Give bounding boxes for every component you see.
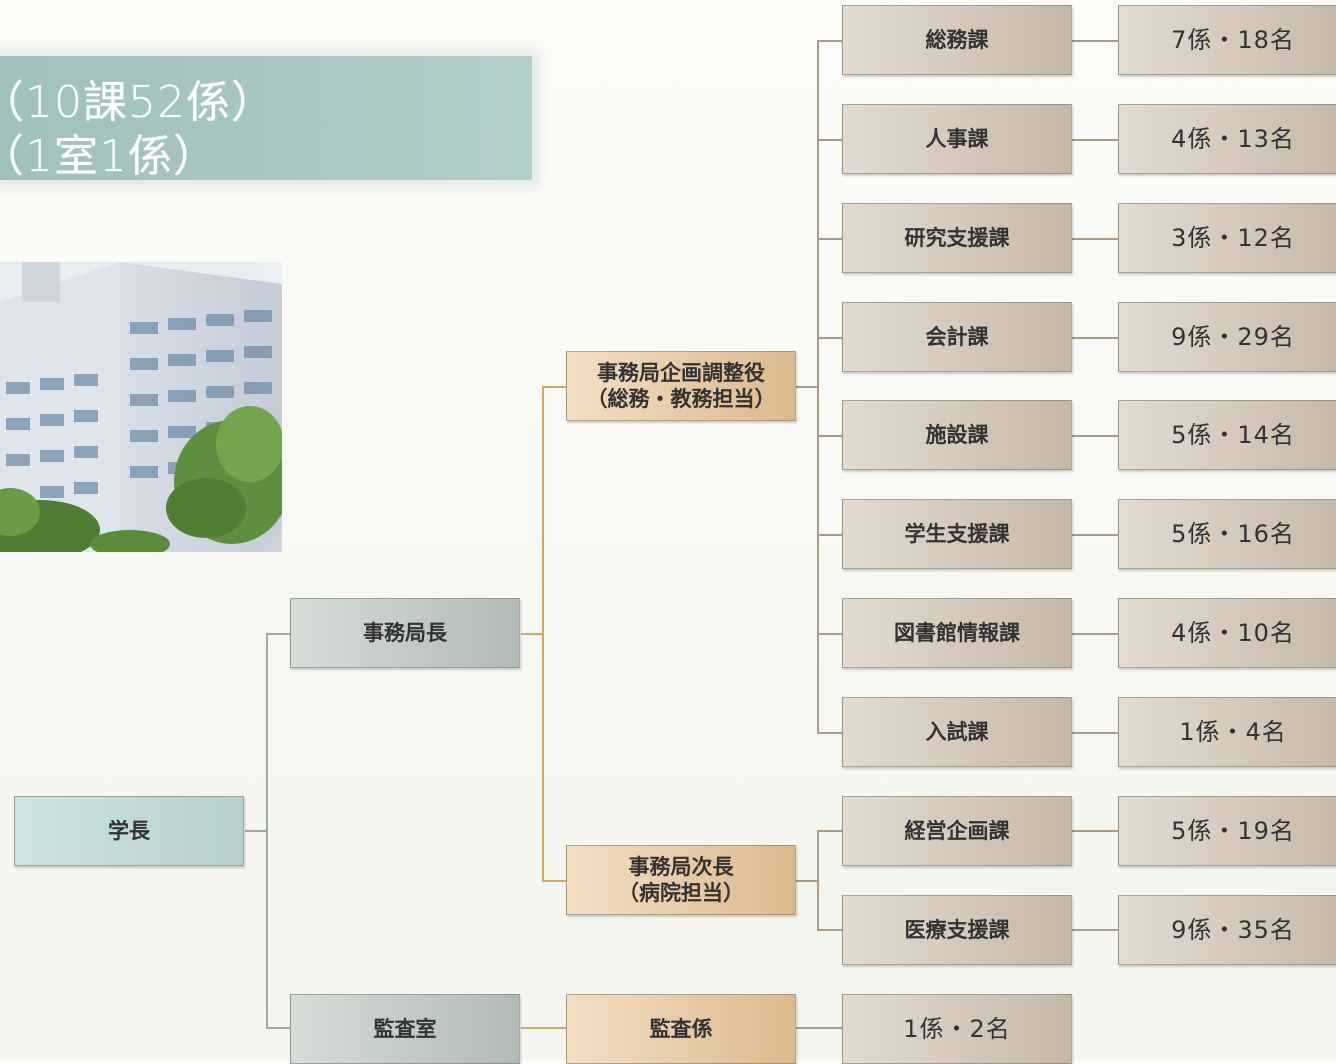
connector bbox=[817, 929, 843, 931]
division-admissions: 入試課 bbox=[842, 697, 1072, 767]
audit-count: 1係・2名 bbox=[842, 994, 1072, 1064]
node-president: 学長 bbox=[14, 796, 244, 866]
division-accounting: 会計課 bbox=[842, 302, 1072, 372]
division-management-planning: 経営企画課 bbox=[842, 796, 1072, 866]
connector bbox=[796, 880, 818, 882]
division-student-support: 学生支援課 bbox=[842, 499, 1072, 569]
connector bbox=[817, 238, 843, 240]
connector bbox=[817, 337, 843, 339]
connector bbox=[817, 830, 843, 832]
connector bbox=[817, 633, 843, 635]
division-count: 4係・13名 bbox=[1118, 104, 1336, 174]
connector bbox=[542, 386, 567, 388]
connector bbox=[521, 1027, 567, 1029]
connector bbox=[1072, 633, 1118, 635]
connector bbox=[245, 830, 267, 832]
connector bbox=[1072, 139, 1118, 141]
connector bbox=[817, 830, 819, 931]
connector bbox=[542, 386, 544, 882]
connector bbox=[542, 880, 567, 882]
connector bbox=[817, 40, 843, 42]
division-medical-support: 医療支援課 bbox=[842, 895, 1072, 965]
division-count: 9係・35名 bbox=[1118, 895, 1336, 965]
division-count: 9係・29名 bbox=[1118, 302, 1336, 372]
division-research-support: 研究支援課 bbox=[842, 203, 1072, 273]
division-count: 1係・4名 bbox=[1118, 697, 1336, 767]
connector bbox=[521, 633, 543, 635]
banner-line-2: （1室1係） bbox=[0, 131, 218, 182]
division-count: 3係・12名 bbox=[1118, 203, 1336, 273]
division-count: 5係・14名 bbox=[1118, 400, 1336, 470]
division-facilities: 施設課 bbox=[842, 400, 1072, 470]
node-coordinator: 事務局企画調整役 （総務・教務担当） bbox=[566, 351, 796, 421]
division-count: 5係・19名 bbox=[1118, 796, 1336, 866]
building-photo bbox=[0, 262, 282, 552]
connector bbox=[817, 534, 843, 536]
connector bbox=[796, 386, 818, 388]
connector bbox=[266, 1027, 291, 1029]
building-illustration bbox=[0, 262, 282, 552]
connector bbox=[1072, 40, 1118, 42]
connector bbox=[817, 40, 819, 733]
division-soumu: 総務課 bbox=[842, 5, 1072, 75]
division-library: 図書館情報課 bbox=[842, 598, 1072, 668]
connector bbox=[817, 139, 843, 141]
node-director: 事務局長 bbox=[290, 598, 520, 668]
division-count: 5係・16名 bbox=[1118, 499, 1336, 569]
connector bbox=[817, 435, 843, 437]
connector bbox=[266, 633, 268, 1029]
connector bbox=[1072, 435, 1118, 437]
banner-line-1: （10課52係） bbox=[0, 77, 276, 128]
connector bbox=[1072, 830, 1118, 832]
connector bbox=[1072, 337, 1118, 339]
connector bbox=[1072, 732, 1118, 734]
node-audit-section: 監査係 bbox=[566, 994, 796, 1064]
title-banner: （10課52係） （1室1係） bbox=[0, 56, 532, 182]
connector bbox=[1072, 929, 1118, 931]
division-jinji: 人事課 bbox=[842, 104, 1072, 174]
connector bbox=[796, 1027, 843, 1029]
node-deputy-director: 事務局次長 （病院担当） bbox=[566, 845, 796, 915]
connector bbox=[1072, 238, 1118, 240]
connector bbox=[266, 633, 291, 635]
node-audit-office: 監査室 bbox=[290, 994, 520, 1064]
division-count: 4係・10名 bbox=[1118, 598, 1336, 668]
division-count: 7係・18名 bbox=[1118, 5, 1336, 75]
connector bbox=[817, 732, 843, 734]
connector bbox=[1072, 534, 1118, 536]
